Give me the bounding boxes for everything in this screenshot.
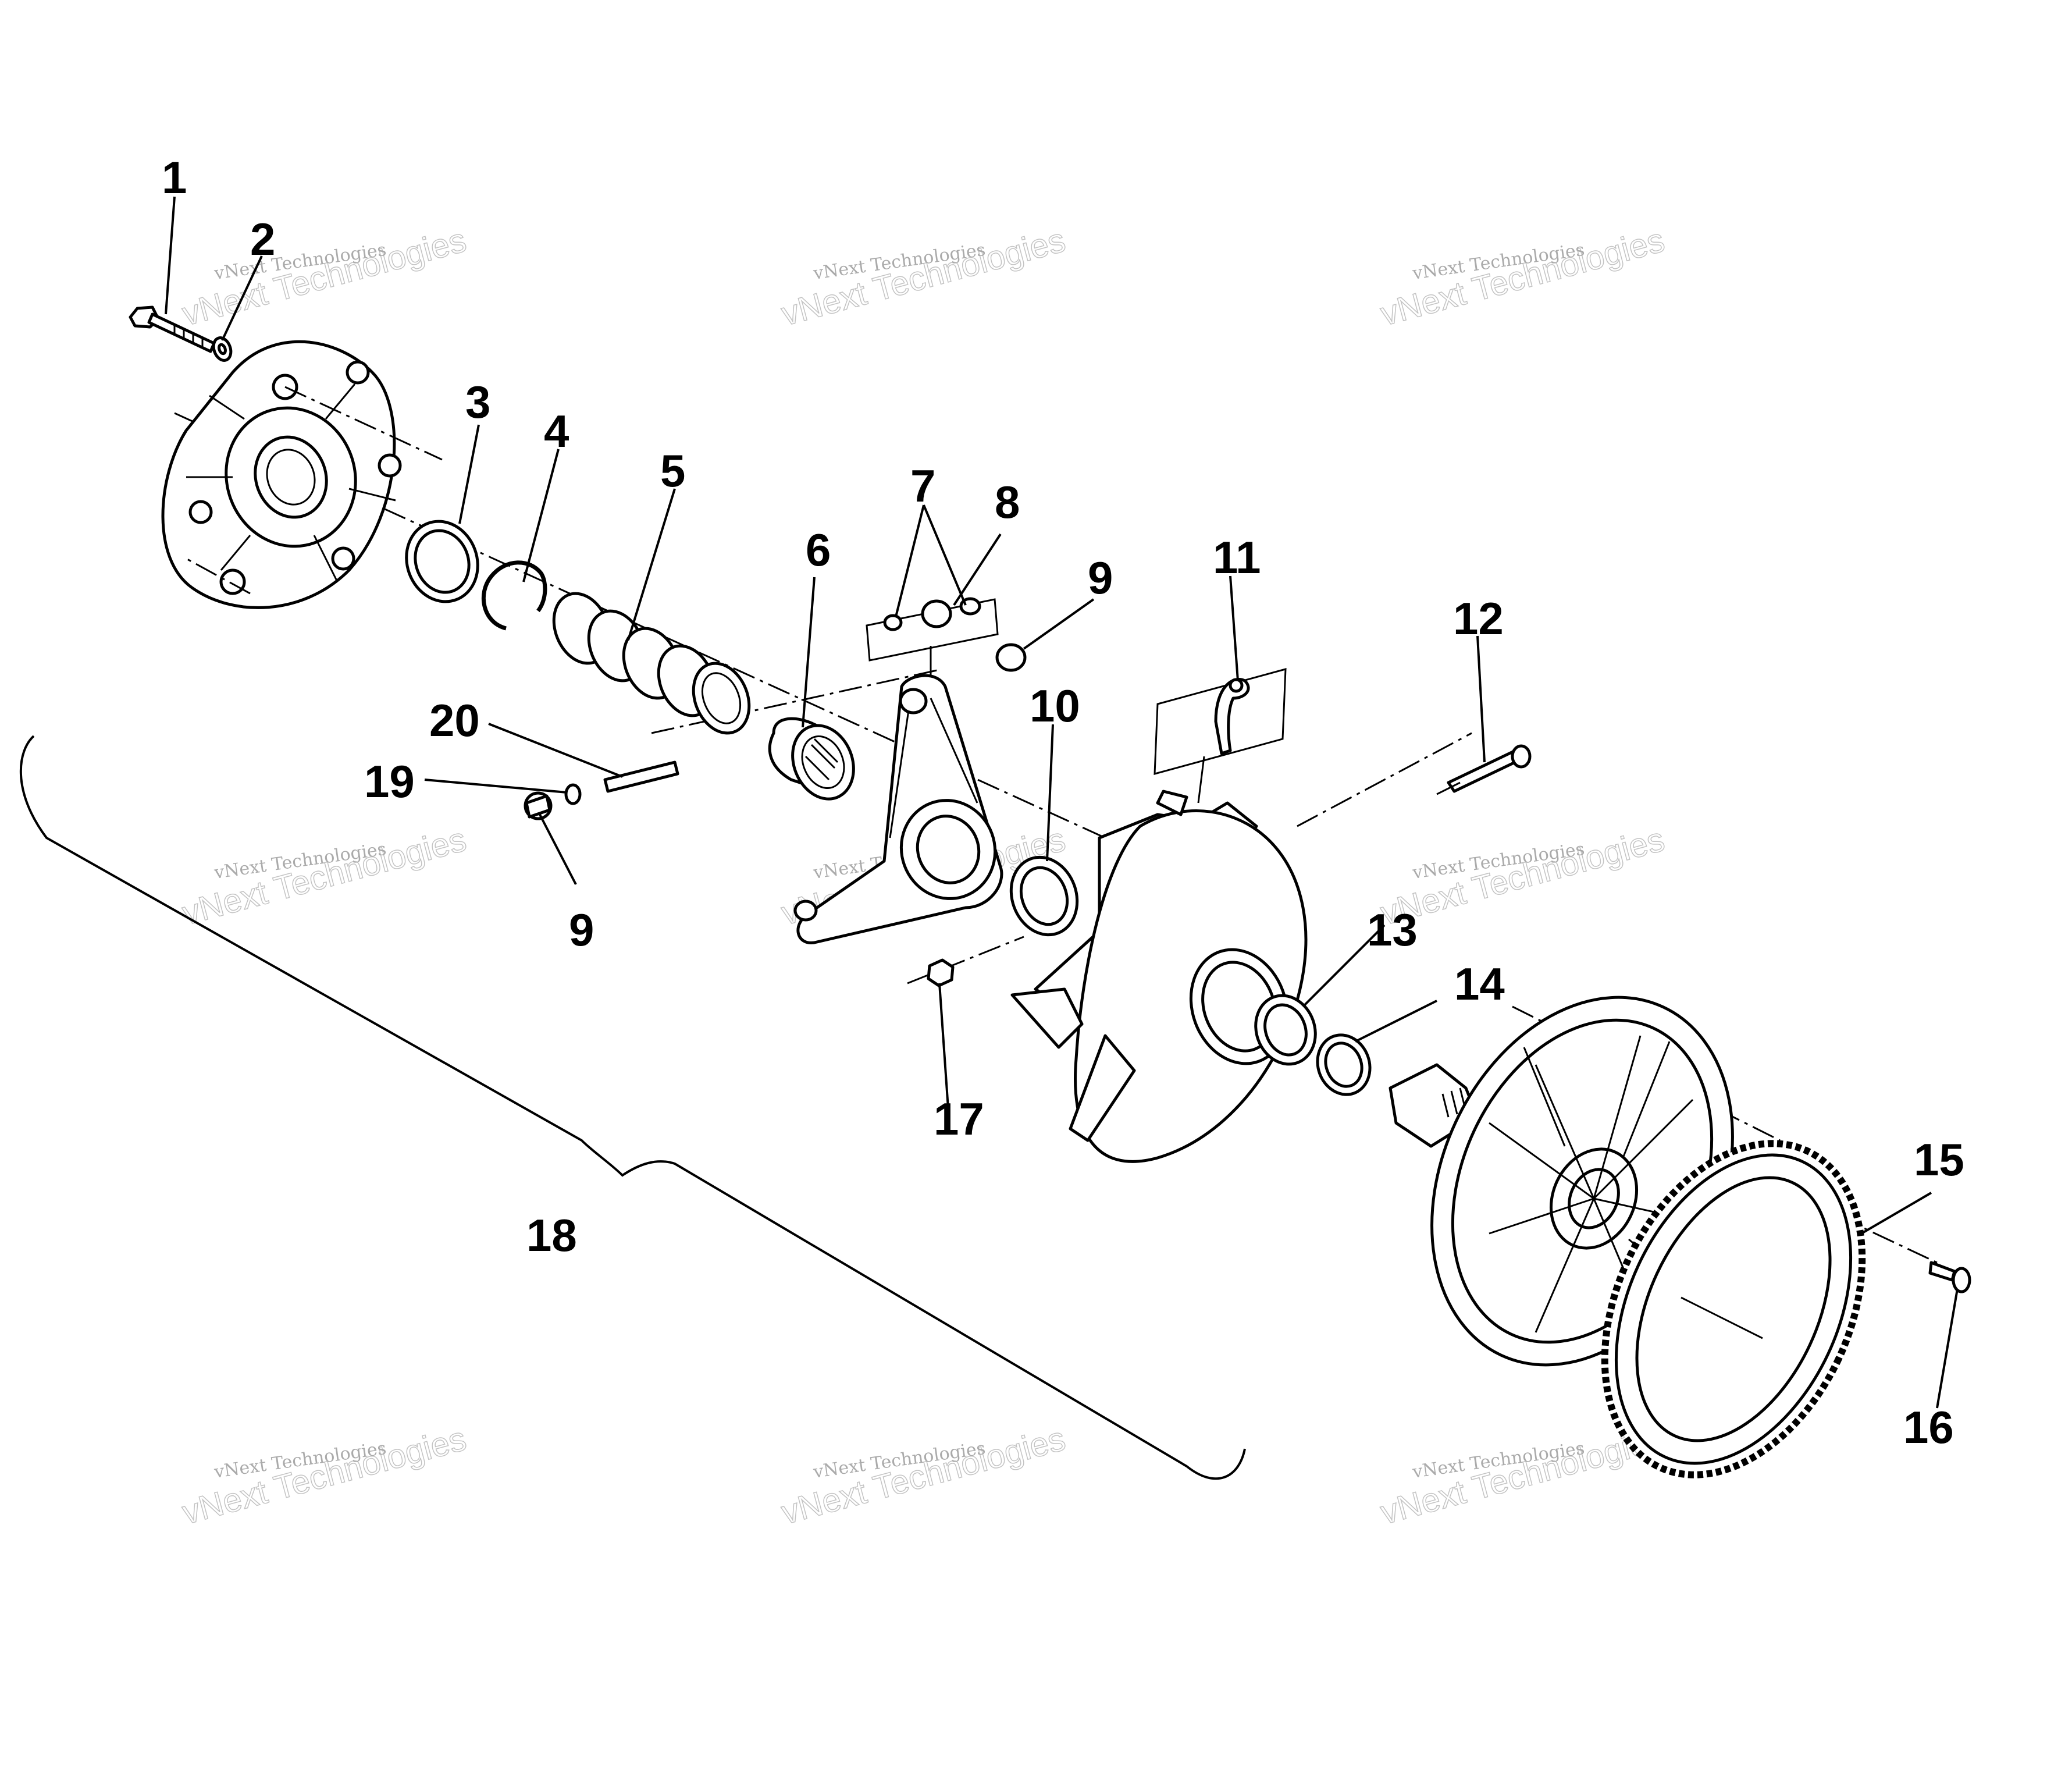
pin-axis-line [651, 668, 943, 734]
part-9-roller-upper [995, 643, 1027, 672]
spider-arm [793, 674, 1003, 944]
part-17-nut [927, 958, 955, 987]
part-4-snap-ring [481, 560, 547, 631]
watermark: vNext Technologies vNext Technologies [178, 221, 471, 333]
brace-assembly-18 [19, 735, 1246, 1480]
watermark: vNext Technologies vNext Technologies [1376, 820, 1669, 933]
callout-18: 18 [526, 1210, 577, 1261]
callout-20: 20 [429, 695, 480, 746]
callout-3: 3 [465, 376, 490, 428]
watermark: vNext Technologies vNext Technologies [777, 221, 1070, 333]
watermark: vNext Technologies vNext Technologies [178, 1419, 471, 1532]
callouts: 1 2 3 4 5 6 7 8 9 10 11 12 13 14 15 16 1… [162, 152, 1964, 1453]
callout-5: 5 [660, 445, 685, 496]
part-13-ring [1254, 994, 1317, 1066]
nut-axis-line [907, 936, 1024, 984]
callout-10: 10 [1030, 680, 1080, 731]
part-12-bolt [1436, 744, 1532, 795]
cover-axis-line [186, 557, 251, 595]
part-9-roller-lower [524, 791, 553, 820]
callout-17: 17 [934, 1093, 984, 1144]
callout-12: 12 [1453, 593, 1504, 644]
callout-9-upper: 9 [1088, 552, 1113, 603]
watermark: vNext Technologies vNext Technologies [178, 820, 471, 933]
part-1-bolt [129, 305, 216, 353]
bolt-axis-line [1297, 732, 1472, 827]
callout-14: 14 [1454, 958, 1505, 1009]
part-15-ring-gear [1601, 1140, 1866, 1478]
callout-4: 4 [544, 406, 569, 457]
callout-1: 1 [162, 152, 187, 203]
callout-7: 7 [910, 460, 935, 511]
watermark: vNext Technologies vNext Technologies [1376, 221, 1669, 333]
callout-16: 16 [1903, 1402, 1954, 1453]
part-2-washer [212, 336, 233, 362]
callout-6: 6 [806, 524, 831, 575]
fixed-sheave [1389, 996, 1734, 1367]
callout-19: 19 [364, 756, 415, 807]
part-10-washer [1009, 855, 1079, 937]
part-20-pin [603, 760, 679, 793]
callout-11: 11 [1213, 532, 1261, 583]
leader-lines [165, 196, 1959, 1409]
part-16-screw [1928, 1261, 1971, 1293]
watermark: vNext Technologies vNext Technologies [777, 1419, 1070, 1532]
part-19-clip [564, 783, 582, 805]
callout-8: 8 [995, 477, 1020, 528]
cover-bolt-line [284, 386, 443, 461]
callout-9-lower: 9 [569, 904, 594, 955]
part-14-ring [1316, 1033, 1372, 1096]
part-7-8-inset [866, 597, 999, 675]
part-11-inset [1154, 668, 1287, 804]
callout-2: 2 [250, 214, 275, 265]
part-5-spring [552, 592, 751, 735]
watermark: vNext Technologies vNext Technologies [1376, 1419, 1669, 1532]
callout-15: 15 [1914, 1134, 1964, 1185]
part-3-ring [405, 520, 479, 603]
part-6-bushing [768, 717, 855, 801]
cover-plate [161, 340, 443, 609]
callout-13: 13 [1367, 904, 1418, 955]
